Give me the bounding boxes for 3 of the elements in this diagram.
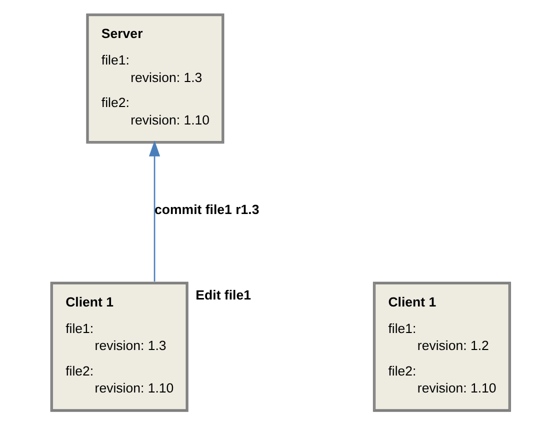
edge-label: commit file1 r1.3 bbox=[154, 202, 260, 217]
arrow bbox=[148, 140, 160, 282]
node-label: Edit file1 bbox=[196, 288, 251, 303]
